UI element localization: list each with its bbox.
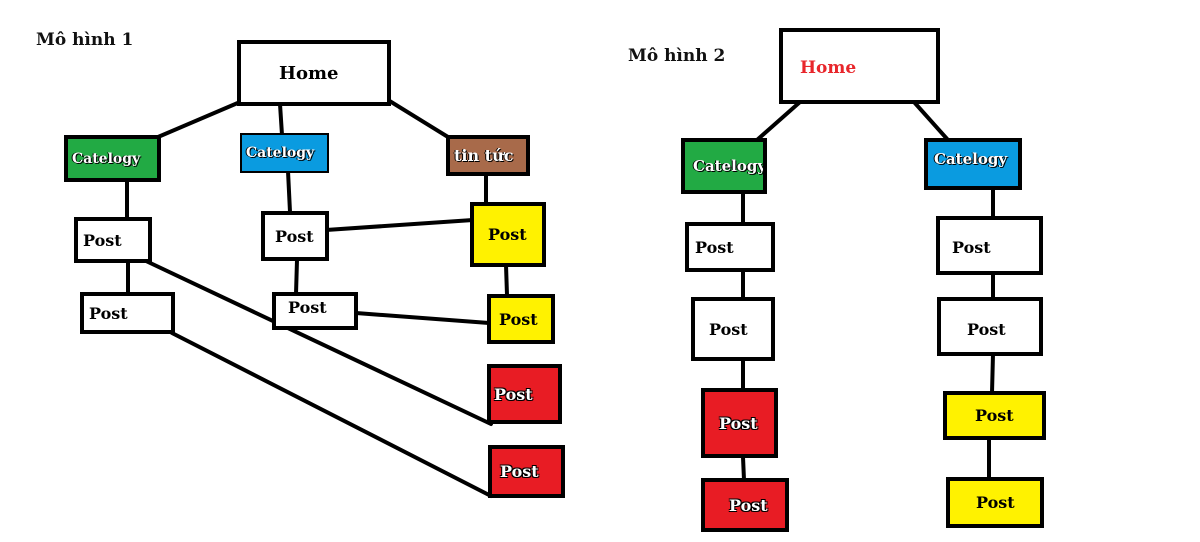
post-node-red: Post xyxy=(487,364,562,424)
post-label: Post xyxy=(500,462,539,481)
post-label: Post xyxy=(709,319,748,339)
category-node-blue: Catelogy xyxy=(240,133,329,173)
post-node: Post xyxy=(80,292,175,334)
connector-line xyxy=(170,331,493,498)
post-node: Post xyxy=(691,297,775,361)
post-node-yellow: Post xyxy=(487,294,555,344)
connector-line xyxy=(156,100,242,139)
post-node: Post xyxy=(937,297,1043,356)
post-node: Post xyxy=(685,222,775,272)
home-node: Home xyxy=(779,28,940,104)
post-label: Post xyxy=(499,309,538,329)
post-node-red: Post xyxy=(701,388,778,458)
connector-line xyxy=(144,259,493,426)
post-node-red: Post xyxy=(701,478,789,532)
post-label: Post xyxy=(975,406,1014,425)
post-label: Post xyxy=(729,495,768,515)
category-label: Catelogy xyxy=(693,157,767,175)
post-label: Post xyxy=(288,298,327,317)
category-label: Catelogy xyxy=(246,145,315,161)
connector-line xyxy=(741,455,746,482)
model-2-title: Mô hình 2 xyxy=(628,46,726,66)
connector-line xyxy=(386,98,450,139)
post-label: Post xyxy=(719,413,758,433)
post-node: Post xyxy=(74,217,152,263)
category-node-news: tin tức xyxy=(446,135,530,176)
category-node-green: Catelogy xyxy=(64,135,161,182)
post-node: Post xyxy=(261,211,329,261)
post-node: Post xyxy=(936,216,1043,275)
post-node-yellow: Post xyxy=(946,477,1044,528)
category-label: Catelogy xyxy=(934,150,1008,168)
connector-line xyxy=(912,100,950,142)
home-label: Home xyxy=(800,58,857,78)
category-label: tin tức xyxy=(454,146,514,165)
post-label: Post xyxy=(488,225,527,244)
post-node-yellow: Post xyxy=(943,391,1046,440)
post-node-yellow: Post xyxy=(470,202,546,267)
post-node: Post xyxy=(272,292,358,330)
connector-line xyxy=(990,352,995,395)
connector-line xyxy=(278,102,284,137)
post-label: Post xyxy=(275,226,314,246)
category-node-green: Catelogy xyxy=(681,138,767,194)
post-label: Post xyxy=(89,303,128,323)
home-node: Home xyxy=(237,40,391,106)
post-label: Post xyxy=(494,384,533,404)
connector-line xyxy=(755,100,802,142)
connector-line xyxy=(286,169,292,214)
category-node-blue: Catelogy xyxy=(924,138,1022,190)
post-node-red: Post xyxy=(488,445,565,498)
post-label: Post xyxy=(83,230,122,250)
post-label: Post xyxy=(976,493,1015,512)
connector-line xyxy=(294,258,299,296)
post-label: Post xyxy=(695,237,734,257)
connector-line xyxy=(354,311,491,325)
model-1-title: Mô hình 1 xyxy=(36,30,134,50)
category-label: Catelogy xyxy=(72,150,141,167)
post-label: Post xyxy=(952,238,991,257)
connector-line xyxy=(504,263,509,297)
connector-line xyxy=(324,218,475,232)
post-label: Post xyxy=(967,320,1006,339)
home-label: Home xyxy=(279,62,339,84)
